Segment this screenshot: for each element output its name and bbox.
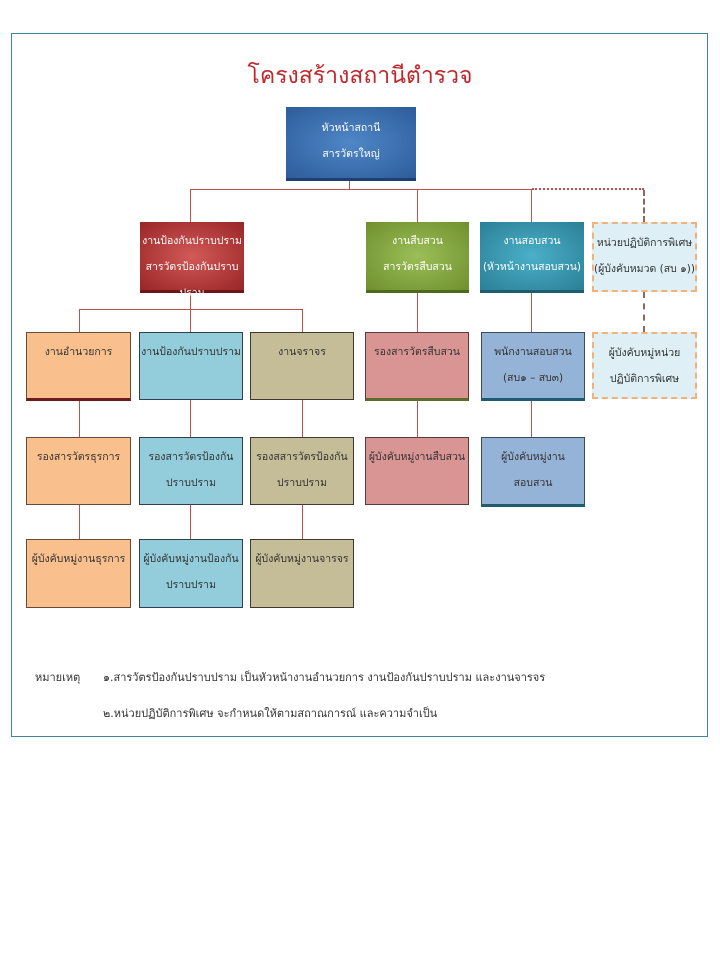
box-line: ปฏิบัติการพิเศษ bbox=[609, 373, 680, 385]
box-line: รองสสารวัตรป้องกัน bbox=[256, 451, 348, 463]
box-line: งานอำนวยการ bbox=[44, 346, 113, 358]
box-line: รองสารวัตรสืบสวน bbox=[374, 346, 460, 358]
connector bbox=[79, 309, 303, 310]
special-ops-box: หน่วยปฏิบัติการพิเศษ (ผู้บังคับหมวด (สบ ๑… bbox=[592, 222, 697, 292]
box-line: สารวัตรป้องกันปราบปราม bbox=[145, 261, 239, 299]
admin-box: งานอำนวยการ bbox=[26, 332, 131, 401]
investigation-squad-box: ผู้บังคับหมู่งานสืบสวน bbox=[365, 437, 469, 505]
connector bbox=[79, 400, 80, 437]
connector bbox=[531, 400, 532, 437]
box-line: งานป้องกันปราบปราม bbox=[141, 346, 241, 358]
deputy-admin-box: รองสารวัตรธุรการ bbox=[26, 437, 131, 505]
dashed-connector bbox=[643, 292, 645, 332]
box-line: งานสืบสวน bbox=[392, 235, 443, 247]
crime-prevention-box: งานป้องกันปราบปรามสารวัตรป้องกันปราบปราม bbox=[140, 222, 244, 299]
connector bbox=[79, 309, 80, 332]
deputy-prevention-box: รองสารวัตรป้องกันปราบปราม bbox=[139, 437, 243, 505]
deputy-investigation-box: รองสารวัตรสืบสวน bbox=[365, 332, 469, 401]
connector bbox=[190, 400, 191, 437]
connector bbox=[302, 309, 303, 332]
box-line: สารวัตรสืบสวน bbox=[383, 261, 452, 273]
station-chief-box: หัวหน้าสถานี สารวัตรใหญ่ bbox=[286, 107, 416, 181]
box-line: ผู้บังคับหมู่งานจารจร bbox=[255, 553, 349, 565]
deputy-traffic-box: รองสสารวัตรป้องกันปราบปราม bbox=[250, 437, 354, 505]
connector bbox=[79, 505, 80, 539]
note-item: ๑.สารวัตรป้องกันปราบปราม เป็นหัวหน้างานอ… bbox=[103, 671, 546, 684]
box-line: ผู้บังคับหมู่งานธุรการ bbox=[31, 553, 126, 565]
box-line: (หัวหน้างานสอบสวน) bbox=[482, 261, 582, 273]
connector bbox=[190, 309, 191, 332]
connector bbox=[302, 400, 303, 437]
dashed-connector bbox=[532, 188, 644, 190]
box-line: รองสารวัตรธุรการ bbox=[36, 451, 121, 463]
connector bbox=[531, 189, 532, 222]
box-line: ปราบปราม bbox=[166, 477, 216, 489]
box-line: งานสอบสวน bbox=[503, 235, 561, 247]
connector bbox=[190, 292, 191, 309]
connector bbox=[302, 505, 303, 539]
connector bbox=[190, 189, 532, 190]
inquiry-box: งานสอบสวน (หัวหน้างานสอบสวน) bbox=[480, 222, 584, 293]
special-ops-squad-box: ผู้บังคับหมู่หน่วยปฏิบัติการพิเศษ bbox=[592, 332, 697, 399]
traffic-box: งานจราจร bbox=[250, 332, 354, 400]
box-line: หัวหน้าสถานี bbox=[321, 122, 381, 134]
chart-title: โครงสร้างสถานีตำรวจ bbox=[247, 63, 473, 89]
box-line: งานจราจร bbox=[278, 346, 326, 358]
box-line: ปราบปราม bbox=[166, 579, 216, 591]
connector bbox=[417, 189, 418, 222]
box-line: รองสารวัตรป้องกัน bbox=[148, 451, 234, 463]
traffic-squad-box: ผู้บังคับหมู่งานจารจร bbox=[250, 539, 354, 608]
note-item: ๒.หน่วยปฏิบัติการพิเศษ จะกำหนดให้ตามสถาณ… bbox=[103, 707, 438, 720]
inquiry-officers-box: พนักงานสอบสวน (สบ๑ – สบ๓) bbox=[481, 332, 585, 401]
box-line: งานป้องกันปราบปราม bbox=[142, 235, 242, 247]
connector bbox=[190, 505, 191, 539]
connector bbox=[190, 189, 191, 222]
connector bbox=[349, 180, 350, 190]
box-line: พนักงานสอบสวน bbox=[494, 346, 572, 358]
connector bbox=[531, 292, 532, 332]
inquiry-squad-box: ผู้บังคับหมู่งานสอบสวน bbox=[481, 437, 585, 507]
chart-frame bbox=[11, 33, 708, 737]
box-line: (ผู้บังคับหมวด (สบ ๑)) bbox=[594, 263, 695, 275]
admin-squad-box: ผู้บังคับหมู่งานธุรการ bbox=[26, 539, 131, 608]
box-line: สารวัตรใหญ่ bbox=[322, 148, 380, 160]
box-line: หน่วยปฏิบัติการพิเศษ bbox=[596, 237, 693, 249]
box-line: ผู้บังคับหมู่งานป้องกัน bbox=[143, 553, 239, 565]
notes-label: หมายเหตุ bbox=[35, 671, 81, 684]
dashed-connector bbox=[643, 190, 645, 222]
box-line: ผู้บังคับหมู่งานสอบสวน bbox=[501, 451, 565, 489]
connector bbox=[417, 292, 418, 332]
box-line: ปราบปราม bbox=[277, 477, 327, 489]
box-line: ผู้บังคับหมู่งานสืบสวน bbox=[368, 451, 466, 463]
connector bbox=[417, 400, 418, 437]
prevention-squad-box: ผู้บังคับหมู่งานป้องกันปราบปราม bbox=[139, 539, 243, 608]
box-line: (สบ๑ – สบ๓) bbox=[502, 372, 564, 384]
box-line: ผู้บังคับหมู่หน่วย bbox=[608, 347, 681, 359]
investigation-box: งานสืบสวนสารวัตรสืบสวน bbox=[366, 222, 469, 293]
prevention-work-box: งานป้องกันปราบปราม bbox=[139, 332, 243, 400]
